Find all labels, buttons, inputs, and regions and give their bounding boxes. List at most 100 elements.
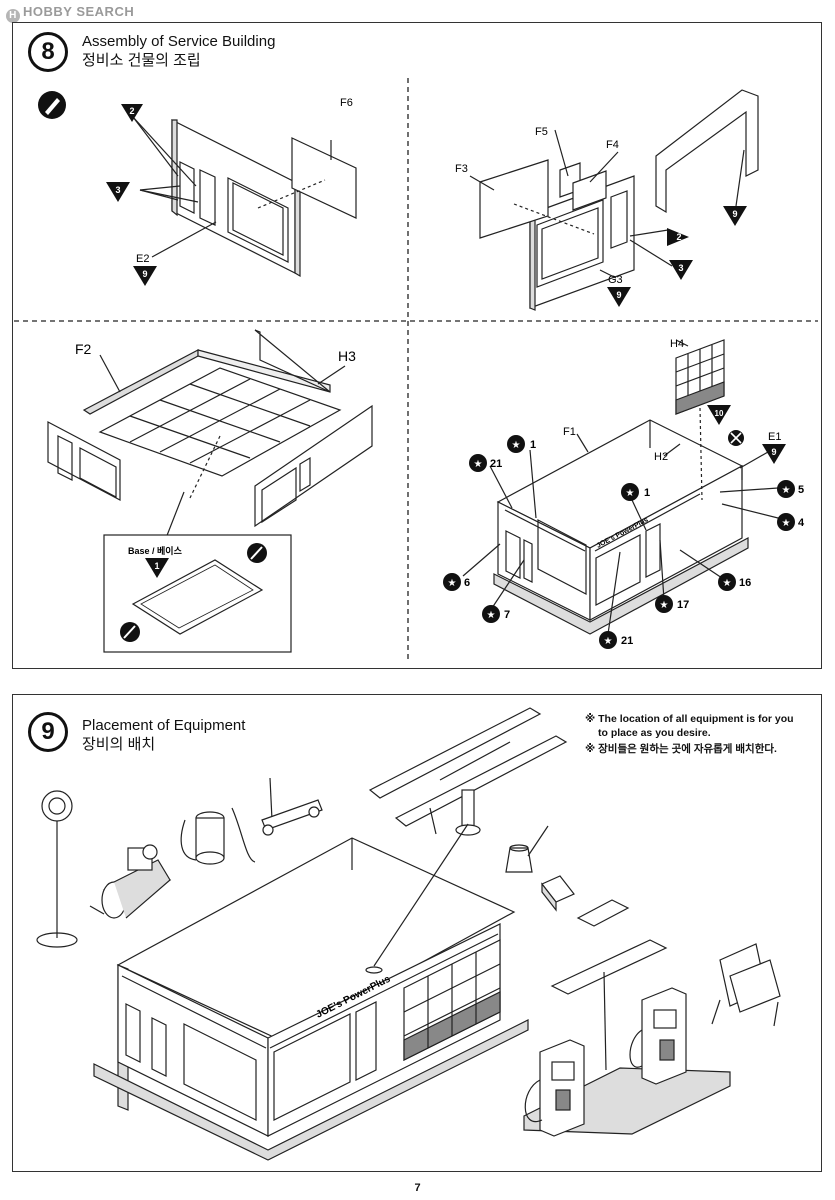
side-wall-assembly [469,89,759,311]
svg-text:9: 9 [616,290,621,300]
label-g3: G3 [608,274,623,286]
front-wall-assembly [132,116,357,278]
color-callout-3a: 3 [106,182,130,202]
svg-text:★: ★ [626,488,635,499]
cut-part-icon-bottom [120,622,140,642]
svg-text:2: 2 [676,232,681,242]
base-roof-assembly [47,329,373,539]
decal-marker-21b: ★ 21 [599,631,633,649]
bench [576,899,630,927]
tool-box [541,875,575,912]
svg-text:★: ★ [604,636,613,647]
label-f4: F4 [606,139,619,151]
svg-text:★: ★ [448,578,457,589]
placement-note-en-1: ※ The location of all equipment is for y… [585,713,794,725]
step9-number: 9 [28,712,68,752]
svg-text:21: 21 [490,458,502,470]
do-not-glue-icon [728,430,744,446]
air-compressor [89,844,172,919]
decal-marker-1a: ★1 [507,435,536,453]
label-f3: F3 [455,163,468,175]
step8-number: 8 [28,32,68,72]
step9-diagram: JOE's PowerPlus [36,707,781,1161]
color-callout-2a: 2 [121,104,143,122]
svg-text:9: 9 [732,209,737,219]
step8-diagram: F6 E2 2 3 9 F5 F4 F3 G3 [14,78,818,662]
svg-text:10: 10 [715,409,724,418]
placement-note-en-2: to place as you desire. [598,727,711,739]
decal-marker-17: ★ 17 [655,595,689,613]
color-callout-9a: 9 [133,266,157,286]
step9-title-en: Placement of Equipment [82,717,246,734]
svg-text:★: ★ [487,610,496,621]
decal-marker-1b: ★1 [621,483,650,501]
decal-marker-4: ★4 [777,513,805,531]
svg-text:★: ★ [723,578,732,589]
label-h3: H3 [338,348,356,364]
decal-marker-7: ★7 [482,605,510,623]
oil-can [505,825,549,873]
panel-divider-lines [14,78,818,662]
svg-text:2: 2 [129,106,134,116]
color-callout-9c: 9 [607,287,631,307]
pump-canopy [550,939,668,1071]
svg-text:17: 17 [677,599,689,611]
gas-pump-right [629,987,687,1085]
step8-title-en: Assembly of Service Building [82,33,276,50]
floor-jack [261,777,323,836]
tire-sign-stand [36,790,78,948]
assembled-building [462,339,787,635]
assembled-building-9 [93,823,529,1161]
color-callout-10: 10 [707,405,731,425]
svg-text:★: ★ [512,440,521,451]
svg-text:1: 1 [530,439,536,451]
svg-text:5: 5 [798,484,804,496]
svg-text:1: 1 [154,561,159,571]
svg-text:1: 1 [644,487,650,499]
label-f2: F2 [75,341,92,357]
svg-text:3: 3 [115,185,120,195]
color-callout-9d: 9 [762,444,786,464]
svg-text:4: 4 [798,517,805,529]
svg-text:7: 7 [504,609,510,621]
glue-icon [38,91,66,119]
color-callout-9b: 9 [723,206,747,226]
color-callout-3b: 3 [669,260,693,280]
placement-note-ko: ※ 장비들은 원하는 곳에 자유롭게 배치한다. [585,743,777,755]
svg-text:★: ★ [782,518,791,529]
decal-marker-6: ★6 [443,573,470,591]
step9-title-ko: 장비의 배치 [82,736,156,753]
label-f5: F5 [535,126,548,138]
decal-markers: ★1 ★21 ★1 ★5 ★4 ★6 ★16 ★7 ★17 ★21 [443,435,805,649]
decal-marker-21a: ★ 21 [469,454,502,472]
svg-text:★: ★ [782,485,791,496]
decal-marker-5: ★5 [777,480,804,498]
page-number: 7 [414,1182,421,1194]
svg-text:★: ★ [474,459,483,470]
label-f6: F6 [340,97,353,109]
svg-text:21: 21 [621,635,633,647]
label-base: Base / 베이스 [128,545,183,556]
oil-drum [180,807,256,865]
label-e2: E2 [136,253,149,265]
display-stand [711,943,781,1027]
decal-marker-16: ★ 16 [718,573,751,591]
svg-text:3: 3 [678,263,683,273]
label-h4: H4 [670,338,684,350]
color-callout-2b: 2 [667,228,689,246]
step8-title-ko: 정비소 건물의 조립 [82,52,201,69]
hobbysearch-logo-icon: H [6,9,20,23]
svg-text:9: 9 [771,447,776,457]
cut-part-icon-top [247,543,267,563]
label-h2: H2 [654,451,668,463]
svg-text:6: 6 [464,577,470,589]
label-e1: E1 [768,431,781,443]
watermark-text: HOBBY SEARCH [23,4,135,19]
svg-text:16: 16 [739,577,751,589]
svg-text:★: ★ [660,600,669,611]
car-lift [368,707,568,836]
gas-pump-left [524,1039,585,1137]
label-f1: F1 [563,426,576,438]
svg-text:9: 9 [142,269,147,279]
